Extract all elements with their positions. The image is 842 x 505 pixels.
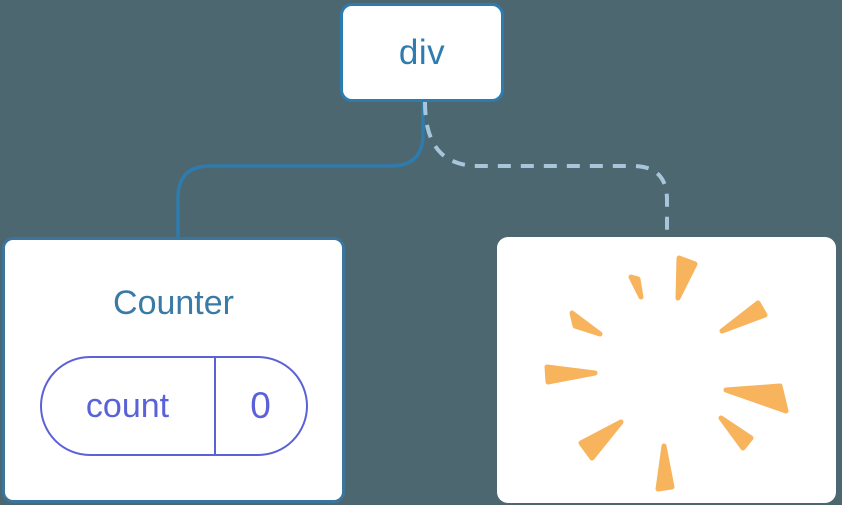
edge-dashed-div-to-removed [423,101,669,237]
state-pill: count 0 [39,356,308,456]
state-value: 0 [213,358,306,454]
removed-component-node [497,237,836,503]
state-key: count [85,386,170,425]
counter-title: Counter [113,284,234,322]
poof-icon [544,255,789,492]
edge-solid-div-to-counter [176,100,425,239]
root-node-label: div [398,32,446,72]
counter-component-node: Counter count 0 [2,237,345,503]
root-node-div: div [340,3,504,102]
